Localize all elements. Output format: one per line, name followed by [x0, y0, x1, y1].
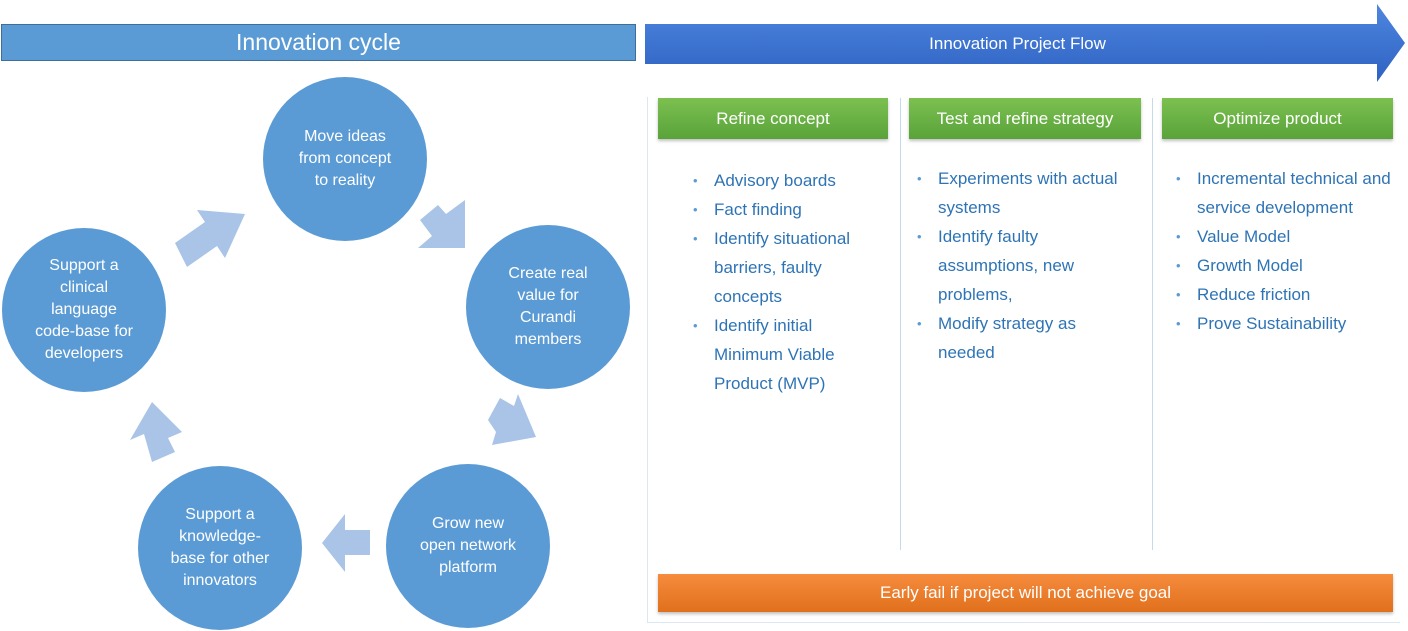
cycle-step-create-value: Create real value for Curandi members	[466, 225, 630, 389]
list-item: Modify strategy as needed	[914, 309, 1136, 367]
list-item: Identify faulty assumptions, new problem…	[914, 222, 1136, 309]
cycle-arrow-3	[488, 394, 536, 445]
list-item: Identify situational barriers, faulty co…	[690, 224, 872, 311]
cycle-arrow-5	[130, 402, 182, 462]
column-divider	[1152, 98, 1153, 550]
column-divider	[900, 98, 901, 550]
column-header-test-strategy: Test and refine strategy	[909, 98, 1141, 139]
cycle-step-knowledge-base: Support a knowledge- base for other inno…	[138, 466, 302, 630]
column-header-refine-concept: Refine concept	[658, 98, 888, 139]
cycle-arrow-4	[322, 514, 370, 572]
early-fail-bar: Early fail if project will not achieve g…	[658, 574, 1393, 612]
cycle-arrows	[130, 200, 536, 572]
list-item: Advisory boards	[690, 166, 872, 195]
column-header-optimize-product: Optimize product	[1162, 98, 1393, 139]
list-item: Prove Sustainability	[1173, 309, 1395, 338]
cycle-step-code-base: Support a clinical language code-base fo…	[2, 228, 166, 392]
flow-title: Innovation Project Flow	[929, 34, 1106, 53]
flow-arrow	[645, 4, 1405, 82]
cycle-step-move-ideas: Move ideas from concept to reality	[263, 77, 427, 241]
list-item: Identify initial Minimum Viable Product …	[690, 311, 872, 398]
list-item: Fact finding	[690, 195, 872, 224]
refine-concept-list: Advisory boards Fact finding Identify si…	[690, 166, 872, 398]
innovation-cycle-title: Innovation cycle	[1, 24, 636, 61]
list-item: Experiments with actual systems	[914, 164, 1136, 222]
cycle-arrow-1	[175, 210, 245, 267]
list-item: Reduce friction	[1173, 280, 1395, 309]
optimize-product-list: Incremental technical and service develo…	[1173, 164, 1395, 338]
list-item: Value Model	[1173, 222, 1395, 251]
list-item: Incremental technical and service develo…	[1173, 164, 1395, 222]
list-item: Growth Model	[1173, 251, 1395, 280]
cycle-step-grow-platform: Grow new open network platform	[386, 464, 550, 628]
cycle-arrow-2	[418, 200, 465, 248]
test-strategy-list: Experiments with actual systems Identify…	[914, 164, 1136, 367]
flow-frame	[647, 97, 1400, 623]
